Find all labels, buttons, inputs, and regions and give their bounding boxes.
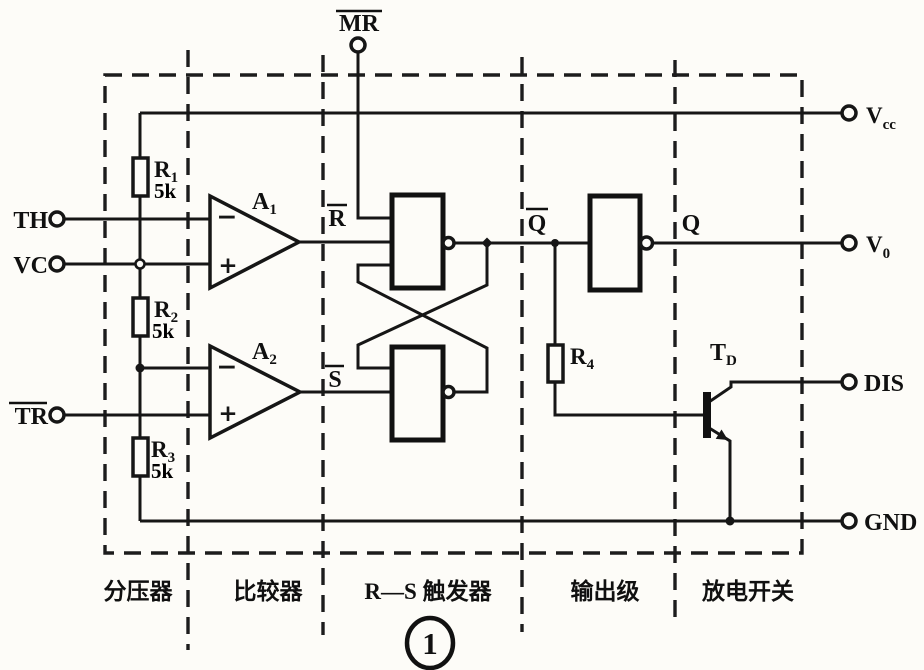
collector-dis-wire bbox=[705, 380, 842, 406]
a2-label: A2 bbox=[252, 339, 277, 368]
terminal-vc bbox=[48, 255, 66, 273]
section-label-rs-flipflop: R—S 触发器 bbox=[364, 578, 492, 604]
terminal-pins bbox=[48, 36, 858, 530]
terminal-vcc bbox=[840, 104, 858, 122]
resistor-r2 bbox=[131, 296, 150, 338]
section-label-divider: 分压器 bbox=[104, 579, 174, 604]
latch-crosslink-bottom-to-top bbox=[356, 263, 489, 394]
r2-value: 5k bbox=[152, 319, 175, 343]
comparator-a2-triangle bbox=[208, 343, 304, 441]
figure-number-badge: 1 bbox=[404, 615, 456, 670]
figure-number-circle bbox=[404, 615, 456, 670]
a1-plus-sign: + bbox=[218, 253, 237, 279]
voltage-divider bbox=[131, 156, 150, 478]
mr-wire bbox=[356, 52, 392, 220]
qbar-cross-junction bbox=[481, 237, 493, 249]
comparator-a2 bbox=[208, 343, 304, 441]
mr-label: MR bbox=[339, 11, 380, 37]
rs-latch bbox=[389, 192, 456, 443]
comparator-a1-triangle bbox=[208, 193, 303, 291]
a1-label: A1 bbox=[252, 189, 277, 218]
r2-label: R2 bbox=[154, 297, 178, 326]
resistor-r4 bbox=[546, 343, 565, 384]
a1-minus-sign: − bbox=[217, 202, 238, 231]
q-label: Q bbox=[682, 211, 701, 237]
outer-dashed-box bbox=[103, 73, 804, 555]
ref-divider-junction bbox=[135, 363, 145, 373]
component-labels: R1 5k R2 5k R3 5k R4 A1 A2 TD − + − + bbox=[151, 157, 737, 483]
emitter-arrow bbox=[715, 429, 728, 440]
vc-divider-junction bbox=[134, 258, 146, 270]
nand-gate-bottom bbox=[389, 344, 446, 443]
section-label-output-stage: 输出级 bbox=[571, 578, 640, 604]
rbar-label: R bbox=[328, 206, 346, 232]
qbar-label: Q bbox=[528, 211, 547, 237]
r3-value: 5k bbox=[151, 459, 174, 483]
junction-dots bbox=[134, 237, 735, 526]
resistor-r1 bbox=[131, 156, 150, 198]
dashed-boundary bbox=[103, 50, 804, 650]
r1-value: 5k bbox=[154, 179, 177, 203]
comparator-a1 bbox=[208, 193, 303, 291]
r4-branch-junction bbox=[551, 239, 559, 247]
output-stage bbox=[587, 193, 655, 293]
terminal-v0 bbox=[840, 234, 858, 252]
dis-label: DIS bbox=[864, 371, 904, 397]
td-label: TD bbox=[710, 340, 737, 369]
signal-labels: R S Q Q bbox=[325, 203, 701, 393]
output-inverter bbox=[587, 193, 643, 293]
terminal-tr bbox=[48, 406, 66, 424]
v0-label: V0 bbox=[866, 232, 890, 262]
a2-minus-sign: − bbox=[217, 352, 238, 381]
transistor-td bbox=[703, 392, 728, 440]
emitter-gnd-junction bbox=[725, 516, 735, 526]
a2-plus-sign: + bbox=[218, 401, 237, 427]
latch-crosslink-top-to-bottom bbox=[356, 243, 489, 370]
nand-gate-top bbox=[389, 192, 446, 291]
resistor-r3 bbox=[131, 436, 150, 478]
wires bbox=[64, 52, 842, 523]
nand-top-inverter-bubble bbox=[441, 235, 456, 251]
terminal-dis bbox=[840, 373, 858, 391]
section-label-comparator: 比较器 bbox=[234, 578, 304, 604]
figure-number-text: 1 bbox=[422, 626, 438, 661]
r4-label: R4 bbox=[570, 344, 595, 373]
nand-bottom-inverter-bubble bbox=[441, 384, 456, 400]
r3-label: R3 bbox=[151, 437, 175, 466]
th-label: TH bbox=[13, 208, 48, 234]
section-captions: 分压器 比较器 R—S 触发器 输出级 放电开关 bbox=[104, 578, 795, 604]
terminal-th bbox=[48, 210, 66, 228]
terminal-gnd bbox=[840, 512, 858, 530]
vc-label: VC bbox=[13, 253, 48, 279]
tr-label: TR bbox=[15, 404, 49, 430]
vcc-label: Vcc bbox=[866, 103, 896, 133]
terminal-labels: TH VC TR MR Vcc V0 DIS GND bbox=[9, 9, 917, 536]
terminal-mr bbox=[349, 36, 367, 54]
output-inverter-bubble bbox=[638, 235, 655, 251]
section-label-discharge-switch: 放电开关 bbox=[701, 578, 794, 604]
gnd-label: GND bbox=[864, 510, 917, 536]
r1-label: R1 bbox=[154, 157, 178, 186]
r4-base-wire bbox=[553, 243, 704, 417]
sbar-label: S bbox=[328, 367, 341, 393]
emitter-wire bbox=[705, 424, 732, 521]
